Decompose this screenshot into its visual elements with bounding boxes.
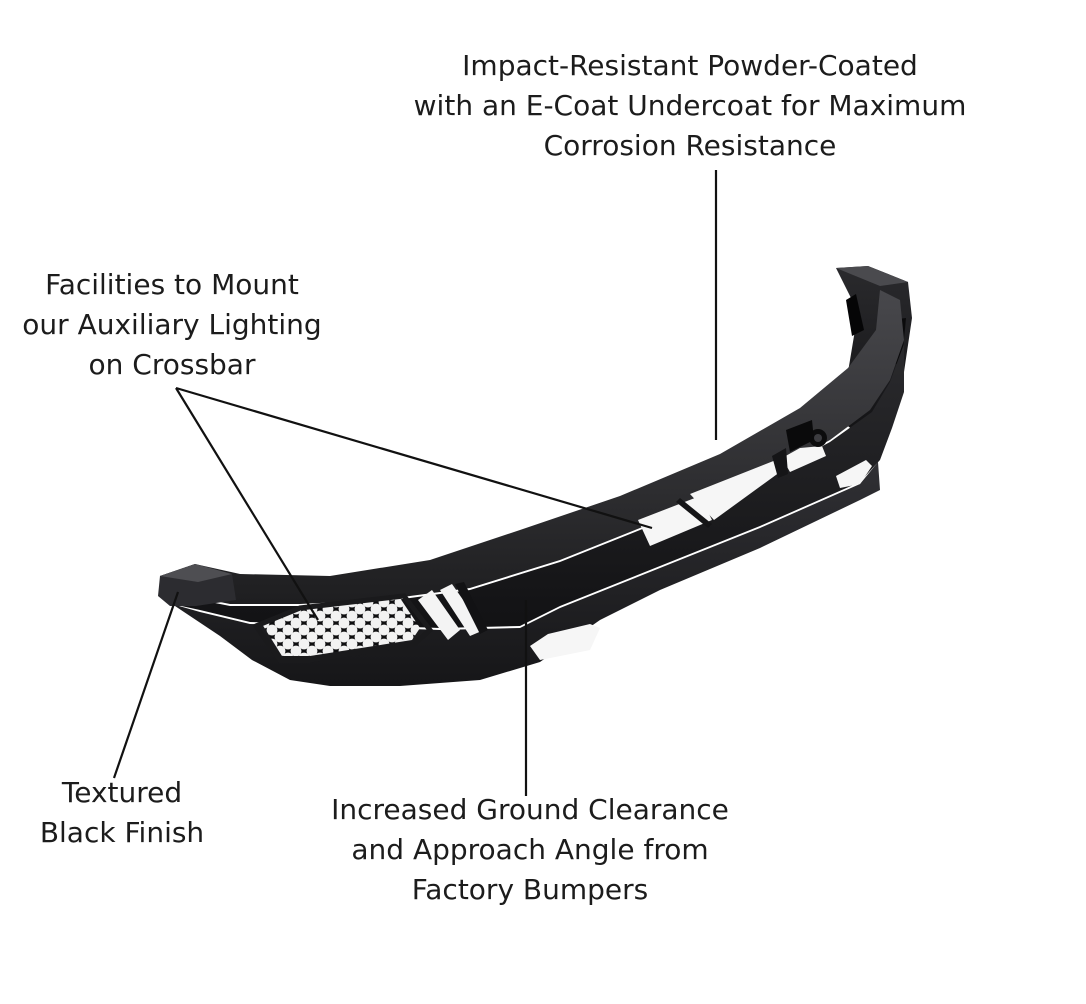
- callout-coating-line: with an E-Coat Undercoat for Maximum: [413, 89, 967, 122]
- crossbar-opening-3: [782, 446, 826, 472]
- leader-line-finish: [112, 591, 180, 779]
- lower-opening-right: [836, 460, 872, 488]
- callout-lighting-line: our Auxiliary Lighting: [22, 308, 322, 341]
- callout-finish-line: Black Finish: [39, 816, 205, 849]
- callout-lighting-line: Facilities to Mount: [45, 268, 299, 301]
- leader-line-lighting-a: [175, 386, 653, 530]
- side-slot-right: [440, 584, 484, 636]
- crossbar-opening-2: [690, 460, 780, 520]
- crossbar-opening-1: [638, 496, 712, 546]
- side-slot-left: [418, 590, 460, 640]
- callout-clearance-line: and Approach Angle from: [351, 833, 709, 866]
- callout-clearance: Increased Ground Clearance and Approach …: [310, 790, 750, 910]
- callout-finish-line: Textured: [61, 776, 183, 809]
- callout-finish: Textured Black Finish: [22, 773, 222, 853]
- leader-line-lighting-b: [175, 387, 319, 621]
- callout-coating-line: Corrosion Resistance: [543, 129, 837, 162]
- callout-coating: Impact-Resistant Powder-Coated with an E…: [390, 46, 990, 166]
- callout-lighting-line: on Crossbar: [88, 348, 256, 381]
- lower-opening-center: [530, 624, 600, 660]
- callout-clearance-line: Factory Bumpers: [411, 873, 649, 906]
- callout-lighting: Facilities to Mount our Auxiliary Lighti…: [0, 265, 344, 385]
- callout-clearance-line: Increased Ground Clearance: [331, 793, 729, 826]
- bumper-top-surface: [160, 290, 904, 604]
- honeycomb-grille: [262, 598, 420, 656]
- callout-coating-line: Impact-Resistant Powder-Coated: [462, 49, 918, 82]
